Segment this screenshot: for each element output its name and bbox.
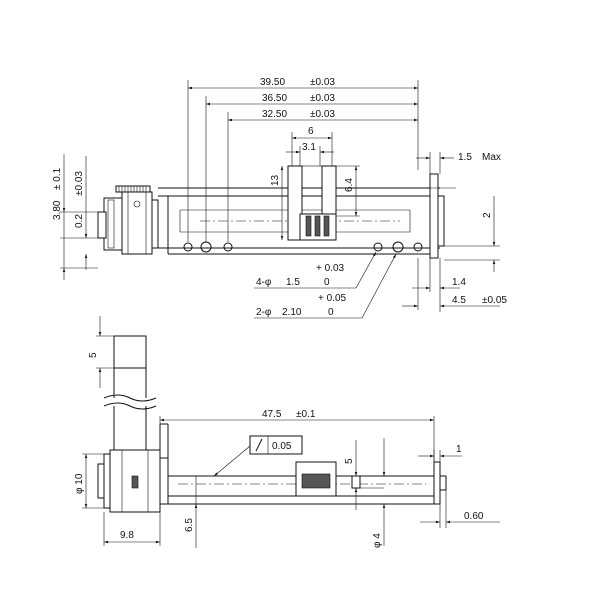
dim-4-5: 4.5 ±0.05 [402, 258, 507, 310]
hole2-prefix: 2-φ [256, 307, 272, 318]
dim-6-4-value: 6.4 [344, 178, 355, 192]
side-view: 5 [74, 316, 500, 548]
dim-1-5-value: 1.5 [458, 152, 472, 163]
dim-9-8-value: 9.8 [120, 530, 134, 541]
hole-callout-2: 2-φ 2.10 + 0.05 0 [254, 253, 397, 319]
dim-39-50: 39.50 ±0.03 [188, 77, 418, 90]
dim-phi-10: φ 10 [74, 453, 104, 509]
dim-0-60: 0.60 [420, 490, 500, 528]
hole4-diameter: 1.5 [286, 277, 300, 288]
hole-callout-4: 4-φ 1.5 + 0.03 0 [254, 251, 377, 289]
dim-3-1-value: 3.1 [302, 142, 316, 153]
dim-6: 6 [292, 126, 332, 140]
hole4-tol-upper: + 0.03 [316, 263, 345, 274]
dim-1-5: 1.5 Max [416, 152, 501, 163]
top-view: 39.50 ±0.03 36.50 ±0.03 32.50 ±0.03 6 3.… [52, 77, 507, 319]
dim-13: 13 [270, 166, 284, 240]
dim-6-5: 6.5 [160, 476, 200, 548]
flatness-callout: 0.05 [213, 435, 303, 477]
dim-1-5-max: Max [482, 152, 501, 163]
dim-1-4-value: 1.4 [452, 277, 466, 288]
dim-1-4: 1.4 [412, 277, 466, 290]
slider-nut [287, 165, 337, 241]
dim-36-50-tolerance: ±0.03 [310, 93, 335, 104]
dim-47-5-tolerance: ±0.1 [296, 409, 316, 420]
dim-phi-4: φ 4 [372, 438, 386, 548]
dim-47-5-value: 47.5 [262, 409, 282, 420]
hole4-prefix: 4-φ [256, 277, 272, 288]
hole2-tol-lower: 0 [328, 307, 334, 318]
motor-can-side [97, 449, 169, 513]
dim-2: 2 [482, 196, 496, 272]
dim-3-80: 3.80 ± 0.1 [52, 154, 66, 280]
dim-6-value: 6 [308, 126, 314, 137]
frame-side [159, 423, 447, 505]
dim-5-value: 5 [344, 458, 355, 464]
dim-2-value: 2 [482, 212, 493, 218]
dim-3-80-value: 3.80 [52, 200, 63, 220]
terminal-comb [115, 185, 151, 193]
hole2-diameter: 2.10 [282, 307, 302, 318]
dim-phi-4-value: φ 4 [372, 533, 383, 548]
dim-1-value: 1 [456, 444, 462, 455]
flatness-value: 0.05 [272, 441, 292, 452]
motor-body-top [97, 185, 159, 255]
dim-39-50-tolerance: ±0.03 [310, 77, 335, 88]
mounting-holes [183, 241, 423, 253]
dim-5-top: 5 [88, 316, 114, 388]
dim-36-50: 36.50 ±0.03 [206, 93, 418, 106]
dim-phi-10-value: φ 10 [74, 473, 85, 494]
dim-5-top-value: 5 [88, 352, 99, 358]
dim-4-5-tolerance: ±0.05 [482, 295, 507, 306]
dim-32-50: 32.50 ±0.03 [228, 109, 418, 122]
dim-36-50-value: 36.50 [262, 93, 287, 104]
extension-lines [60, 80, 500, 312]
dim-0-2: 0.2 ±0.03 [74, 156, 88, 270]
dim-3-1: 3.1 [286, 142, 334, 154]
dim-13-value: 13 [270, 174, 281, 186]
dim-0-2-tolerance: ±0.03 [74, 171, 85, 196]
hole2-tol-upper: + 0.05 [318, 293, 347, 304]
dim-0-2-value: 0.2 [74, 214, 85, 228]
dim-0-60-value: 0.60 [464, 511, 484, 522]
dim-32-50-value: 32.50 [262, 109, 287, 120]
dim-1: 1 [418, 444, 462, 462]
dim-39-50-value: 39.50 [260, 77, 285, 88]
hole4-tol-lower: 0 [324, 277, 330, 288]
dim-3-80-tolerance: ± 0.1 [52, 167, 63, 190]
dim-6-5-value: 6.5 [184, 518, 195, 532]
dim-5: 5 [344, 440, 384, 510]
dim-6-4: 6.4 [336, 165, 360, 217]
dim-9-8: 9.8 [103, 512, 161, 546]
dim-4-5-value: 4.5 [452, 295, 466, 306]
connector-block [103, 335, 157, 450]
dim-32-50-tolerance: ±0.03 [310, 109, 335, 120]
